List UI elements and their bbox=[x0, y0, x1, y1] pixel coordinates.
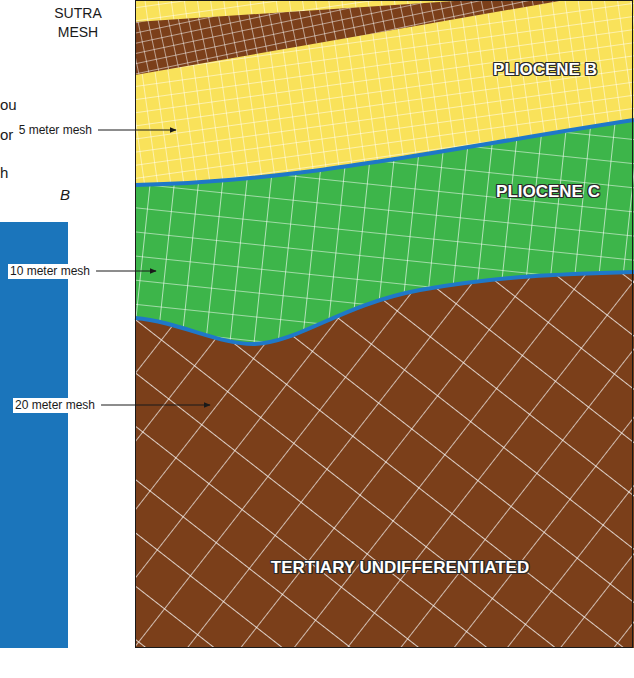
figure-frame bbox=[136, 1, 633, 648]
mesh-label: 10 meter mesh bbox=[8, 264, 92, 279]
cropped-text: or bbox=[0, 126, 13, 143]
leader-arrow bbox=[101, 405, 210, 406]
cropped-text: B bbox=[60, 186, 70, 203]
layer-boundary bbox=[135, 120, 634, 185]
figure-title: SUTRA MESH bbox=[48, 4, 108, 42]
tertiary-layer bbox=[135, 272, 634, 648]
layer-boundary bbox=[135, 272, 634, 344]
leader-lines bbox=[96, 130, 210, 405]
leader-arrow bbox=[98, 130, 176, 131]
layer-name: TERTIARY UNDIFFERENTIATED bbox=[271, 558, 529, 578]
cropped-text: h bbox=[0, 164, 8, 181]
leader-arrow bbox=[96, 271, 156, 272]
mesh-label: 20 meter mesh bbox=[13, 398, 97, 413]
layer-band: PLIOCENE C bbox=[492, 180, 604, 204]
cropped-text: ou bbox=[0, 96, 17, 113]
layer-band: PLIOCENE B bbox=[489, 58, 601, 82]
layer-name: PLIOCENE B bbox=[493, 60, 597, 80]
mesh-label: 5 meter mesh bbox=[17, 123, 94, 138]
layer-name: PLIOCENE C bbox=[496, 182, 600, 202]
side-bar bbox=[0, 222, 68, 648]
layer-band: TERTIARY UNDIFFERENTIATED bbox=[267, 556, 533, 580]
